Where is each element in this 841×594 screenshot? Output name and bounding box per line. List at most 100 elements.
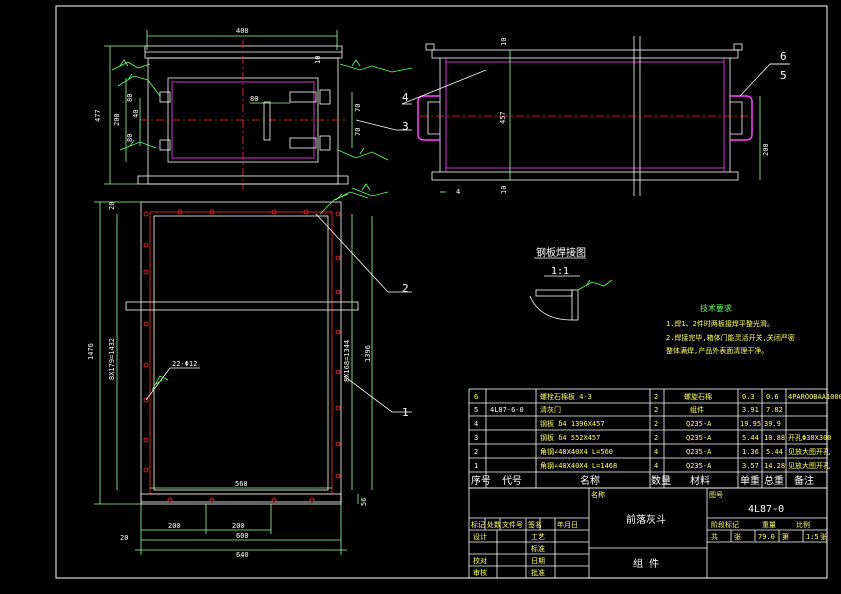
tech-note-2: 2.焊接完毕,箱体门能灵活开关,关闭严密 (666, 333, 795, 342)
tb-design: 设计 (473, 532, 487, 541)
top-view (104, 30, 413, 201)
cell-material: Q235-A (686, 420, 712, 428)
cell-name: 角钢∠40X40X4 L=1468 (540, 461, 617, 470)
cell-note: 开孔Φ30X300 (788, 434, 832, 442)
cell-name: 角钢∠40X40X4 L=560 (540, 447, 613, 456)
drawing-name: 前落灰斗 (626, 513, 666, 526)
header-note: 备注 (794, 474, 814, 487)
parts-row-4: 4 钢板 δ4 1396X457 2 Q235-A 19.95 39.9 (474, 419, 781, 428)
callout-3: 3 (402, 120, 409, 133)
cell-note: 见放大图开孔 (788, 447, 830, 456)
side-view (417, 36, 761, 196)
dim-1476: 1476 (87, 343, 95, 360)
tb-sheet-total: 共 (711, 532, 718, 541)
cell-no: 1 (474, 462, 478, 470)
parts-list-header: 序号 代号 名称 数量 材料 单重 总重 备注 (471, 474, 814, 487)
dim-600: 600 (236, 532, 249, 540)
dim-477: 477 (94, 109, 102, 122)
cell-qty: 4 (654, 448, 658, 456)
tb-weight-label: 重量 (762, 521, 776, 529)
cell-material: Q235-A (686, 434, 712, 442)
cell-name: 螺栓石棉板 4-3 (540, 392, 592, 401)
tb-standard: 标准 (531, 544, 545, 553)
dim-70-b: 70 (354, 128, 362, 136)
dim-200-b: 200 (232, 522, 245, 530)
cell-note: 4PAROOBAA1000 (788, 393, 841, 401)
dim-20-bottom: 20 (120, 534, 128, 542)
cell-code: 4L87-6-0 (490, 406, 524, 414)
cell-total: 39.9 (764, 420, 781, 428)
dim-70-a: 70 (354, 104, 362, 112)
cell-material: Q235-A (686, 448, 712, 456)
header-qty: 数量 (651, 474, 671, 487)
tb-review: 审核 (473, 568, 487, 577)
dim-80-a: 80 (126, 94, 134, 102)
dim-side-200: 200 (762, 143, 770, 156)
weld-detail-scale: 1:1 (551, 266, 569, 277)
tb-small-name: 名称 (591, 490, 605, 499)
cell-unit: 3.57 (742, 462, 759, 470)
cell-no: 4 (474, 420, 478, 428)
cell-total: 5.44 (766, 448, 783, 456)
parts-list-grid (468, 388, 828, 489)
cell-unit: 19.95 (740, 420, 761, 428)
callout-2: 2 (402, 282, 409, 295)
rev-label-4: 签名 (528, 520, 542, 529)
cell-no: 6 (474, 393, 478, 401)
tb-sheet-unit2: 张 (820, 532, 827, 541)
dim-10: 10 (314, 56, 322, 64)
tb-date: 日期 (531, 557, 545, 565)
callout-4: 4 (402, 91, 409, 104)
cell-qty: 2 (654, 393, 658, 401)
dim-side-10-bottom: 10 (500, 186, 508, 194)
tb-process: 工艺 (531, 533, 545, 541)
dim-20-top: 20 (108, 202, 116, 210)
cell-qty: 2 (654, 406, 658, 414)
dim-640: 640 (236, 551, 249, 559)
parts-row-5: 5 4L87-6-0 清灰门 2 组件 3.91 7.82 (474, 405, 783, 414)
title-block-grid (468, 487, 828, 579)
cell-material: 螺旋石棉 (684, 392, 712, 401)
tb-scale: 1:5 (806, 533, 819, 541)
cell-total: 7.82 (766, 406, 783, 414)
cell-total: 10.88 (764, 434, 785, 442)
header-code: 代号 (502, 475, 522, 487)
cell-material: 组件 (690, 405, 704, 414)
dim-200: 200 (113, 113, 121, 126)
tech-note-1: 1.焊1、2件时两板接焊平整光滑。 (666, 319, 774, 328)
cell-total: 14.28 (764, 462, 785, 470)
tb-approve: 批准 (531, 568, 545, 577)
dim-400: 400 (236, 27, 249, 35)
cell-material: Q235-A (686, 462, 712, 470)
callout-6: 6 (780, 50, 787, 63)
dim-40: 40 (132, 110, 140, 118)
dim-8x168: 8X168=1344 (343, 340, 351, 382)
dim-80-top: 80 (250, 95, 258, 103)
cell-no: 5 (474, 406, 478, 414)
cell-no: 3 (474, 434, 478, 442)
parts-list-rows: 6 螺栓石棉板 4-3 2 螺旋石棉 0.3 0.6 4PAROOBAA1000… (471, 392, 841, 487)
weld-detail-title: 钢板焊接图 (536, 246, 586, 259)
drawing-number: 4L87-0 (748, 504, 784, 515)
header-total: 总重 (764, 474, 784, 487)
cell-unit: 3.91 (742, 406, 759, 414)
parts-row-3: 3 钢板 δ4 552X457 2 Q235-A 5.44 10.88 开孔Φ3… (474, 433, 832, 442)
parts-row-1: 1 角钢∠40X40X4 L=1468 4 Q235-A 3.57 14.28 … (474, 461, 830, 470)
drawing-type: 组 件 (633, 557, 659, 570)
callout-5: 5 (780, 69, 787, 82)
cell-name: 钢板 δ4 1396X457 (540, 419, 605, 428)
cell-no: 2 (474, 448, 478, 456)
tb-sheet-unit1: 张 (734, 532, 741, 541)
cell-qty: 4 (654, 462, 658, 470)
cell-qty: 2 (654, 434, 658, 442)
dim-80-b: 80 (126, 134, 134, 142)
tb-sheet-no: 第 (782, 532, 789, 541)
rev-label-2: 处数 (487, 520, 501, 529)
dim-1396: 1396 (364, 345, 372, 362)
dim-side-10-top: 10 (500, 38, 508, 46)
dim-8x179: 8X179=1432 (108, 338, 116, 380)
cell-name: 钢板 δ4 552X457 (540, 433, 600, 442)
header-unit: 单重 (740, 474, 760, 487)
drawing-border (55, 5, 828, 579)
